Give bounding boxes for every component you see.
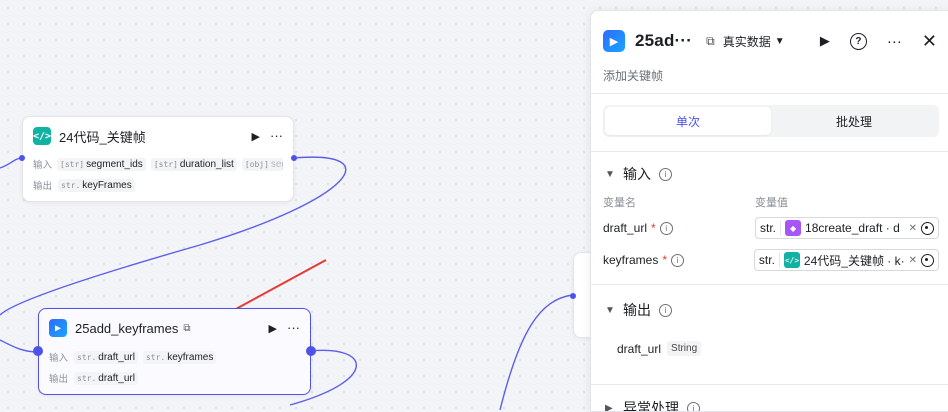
variable-name: keyframes: [603, 253, 658, 267]
variable-row: keyframes * i str. </> 24代码_关键帧 · k· ✕: [603, 249, 939, 271]
plugin-node-header: ▶ 25add_keyframes ⧉ ▶ ···: [49, 318, 300, 338]
type-label[interactable]: str.: [759, 253, 780, 267]
tab-single[interactable]: 单次: [605, 107, 771, 135]
more-icon[interactable]: ···: [270, 131, 283, 141]
reference-text: 24代码_关键帧 · k·: [804, 252, 905, 269]
plugin-node[interactable]: ▶ 25add_keyframes ⧉ ▶ ··· 输入 str.draft_u…: [38, 308, 311, 395]
variable-value-field[interactable]: str. </> 24代码_关键帧 · k· ✕: [754, 249, 939, 271]
close-icon[interactable]: ✕: [922, 31, 937, 52]
panel-description: 添加关键帧: [603, 67, 663, 84]
cube-icon: ⧉: [183, 323, 190, 334]
divider: [591, 384, 948, 385]
type-label[interactable]: str.: [760, 221, 781, 235]
divider: [591, 151, 948, 152]
info-icon: i: [659, 168, 672, 181]
variable-value-field[interactable]: str. ◆ 18create_draft · d ✕: [755, 217, 939, 239]
variable-name: draft_url: [603, 221, 647, 235]
run-mode-tabs: 单次 批处理: [603, 105, 939, 137]
play-icon[interactable]: ▶: [820, 33, 830, 49]
plugin-icon: ▶: [603, 30, 625, 52]
divider: [591, 93, 948, 94]
chevron-right-icon: ▶: [605, 403, 615, 412]
plugin-node-outputs: 输出 str.draft_url: [49, 371, 300, 385]
output-variable: draft_url String: [617, 341, 701, 356]
divider: [591, 284, 948, 285]
type-tag: String: [667, 341, 701, 356]
data-mode-dropdown[interactable]: 真实数据 ▼: [723, 33, 785, 50]
more-icon[interactable]: ···: [887, 33, 902, 50]
panel-header: ▶ 25ad··· ⧉ 真实数据 ▼ ▶ ? ··· ✕: [603, 28, 937, 54]
col-header-value: 变量值: [755, 194, 788, 210]
output-chip: str.keyFrames: [58, 179, 135, 192]
output-chip: str.draft_url: [74, 372, 138, 385]
input-chip: [obj]segm: [242, 158, 283, 171]
caret-down-icon: ▼: [775, 36, 785, 47]
col-header-name: 变量名: [603, 194, 636, 210]
wire-to-next: [500, 295, 572, 410]
variable-row: draft_url * i str. ◆ 18create_draft · d ✕: [603, 217, 939, 239]
info-icon: i: [660, 222, 673, 235]
input-chip: [str]duration_list: [151, 158, 237, 171]
input-port[interactable]: [33, 346, 43, 356]
output-port[interactable]: [306, 346, 316, 356]
output-name: draft_url: [617, 342, 661, 356]
input-section-header[interactable]: ▼ 输入 i: [605, 164, 672, 184]
tab-batch[interactable]: 批处理: [771, 107, 937, 135]
required-mark: *: [651, 221, 656, 235]
target-icon[interactable]: [921, 254, 934, 267]
play-icon[interactable]: ▶: [252, 130, 260, 143]
chevron-down-icon: ▼: [605, 305, 615, 316]
plugin-node-inputs: 输入 str.draft_url str.keyframes: [49, 350, 300, 364]
code-icon: </>: [33, 127, 51, 145]
reference-text: 18create_draft · d: [805, 221, 905, 235]
plugin-icon: ▶: [49, 319, 67, 337]
input-chip: [str]segment_ids: [57, 158, 146, 171]
input-port[interactable]: [570, 293, 576, 299]
code-node-title: 24代码_关键帧: [59, 127, 146, 146]
code-node-inputs: 输入 [str]segment_ids [str]duration_list […: [33, 157, 283, 171]
code-node[interactable]: </> 24代码_关键帧 ▶ ··· 输入 [str]segment_ids […: [22, 116, 294, 202]
output-port[interactable]: [291, 155, 297, 161]
help-icon[interactable]: ?: [850, 33, 867, 50]
node-detail-panel: ▶ 25ad··· ⧉ 真实数据 ▼ ▶ ? ··· ✕ 添加关键帧 单次 批处…: [590, 10, 948, 412]
cube-icon: ◆: [785, 220, 801, 236]
input-chip: str.draft_url: [74, 351, 138, 364]
code-node-header: </> 24代码_关键帧 ▶ ···: [33, 126, 283, 146]
code-icon: </>: [784, 252, 800, 268]
required-mark: *: [662, 253, 667, 267]
plugin-node-title: 25add_keyframes: [75, 321, 178, 336]
more-icon[interactable]: ···: [287, 323, 300, 333]
clear-icon[interactable]: ✕: [909, 223, 917, 234]
info-icon: i: [671, 254, 684, 267]
info-icon: i: [659, 304, 672, 317]
panel-title[interactable]: 25ad···: [635, 31, 692, 51]
play-icon[interactable]: ▶: [269, 322, 277, 335]
code-node-outputs: 输出 str.keyFrames: [33, 178, 283, 192]
cube-icon: ⧉: [706, 34, 715, 49]
clear-icon[interactable]: ✕: [909, 255, 917, 266]
target-icon[interactable]: [921, 222, 934, 235]
chevron-down-icon: ▼: [605, 169, 615, 180]
input-port[interactable]: [19, 155, 25, 161]
output-section-header[interactable]: ▼ 输出 i: [605, 300, 672, 320]
info-icon: i: [687, 402, 700, 412]
input-chip: str.keyframes: [143, 351, 216, 364]
